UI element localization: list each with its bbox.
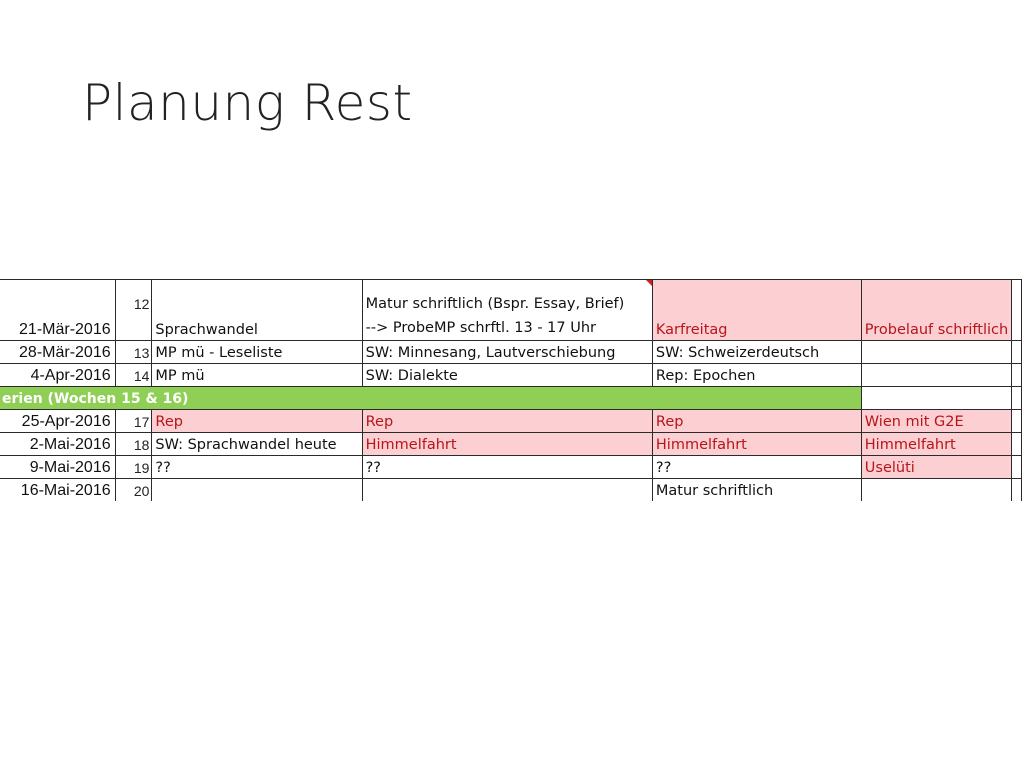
cell-col2: SW: Dialekte: [361, 363, 653, 387]
week-cell: 19: [114, 455, 153, 479]
week-cell: 14: [114, 363, 153, 387]
cell-col5: [1011, 478, 1022, 501]
cell-col4: Wien mit G2E: [860, 409, 1013, 433]
table-row: 9-Mai-2016 19 ?? ?? ?? Uselüti: [0, 455, 1022, 479]
cell-col2: Himmelfahrt: [361, 432, 653, 456]
cell-col4: [860, 340, 1013, 364]
cell-col5: [1011, 363, 1022, 387]
date-cell: 25-Apr-2016: [0, 409, 116, 433]
cell-col4: [860, 386, 1013, 410]
cell-col5: [1011, 279, 1022, 341]
table-row: 28-Mär-2016 13 MP mü - Leseliste SW: Min…: [0, 340, 1022, 364]
comment-indicator-icon: [644, 280, 652, 287]
cell-col2: Rep: [361, 409, 653, 433]
cell-col1: Rep: [151, 409, 363, 433]
cell-col5: [1011, 409, 1022, 433]
cell-col3: Rep: [651, 409, 862, 433]
cell-col1: SW: Sprachwandel heute: [151, 432, 363, 456]
cell-col3: SW: Schweizerdeutsch: [651, 340, 862, 364]
week-cell: 12: [114, 279, 153, 341]
table-row: 16-Mai-2016 20 Matur schriftlich: [0, 478, 1022, 501]
cell-col4: [860, 478, 1013, 501]
cell-col4: Himmelfahrt: [860, 432, 1013, 456]
cell-col3: ??: [651, 455, 862, 479]
date-cell: 4-Apr-2016: [0, 363, 116, 387]
cell-col2: Matur schriftlich (Bspr. Essay, Brief) -…: [361, 279, 653, 341]
cell-col4: Uselüti: [860, 455, 1013, 479]
cell-col5: [1011, 340, 1022, 364]
cell-col5: [1011, 455, 1022, 479]
date-cell: 21-Mär-2016: [0, 279, 116, 341]
table-row: 2-Mai-2016 18 SW: Sprachwandel heute Him…: [0, 432, 1022, 456]
table-row: 4-Apr-2016 14 MP mü SW: Dialekte Rep: Ep…: [0, 363, 1022, 387]
cell-col3: Matur schriftlich: [651, 478, 862, 501]
cell-col4: Probelauf schriftlich: [860, 279, 1013, 341]
cell-col1: Sprachwandel: [151, 279, 363, 341]
date-cell: 9-Mai-2016: [0, 455, 116, 479]
holiday-band-row: erien (Wochen 15 & 16): [0, 386, 1022, 410]
cell-col3: Himmelfahrt: [651, 432, 862, 456]
table-row: 25-Apr-2016 17 Rep Rep Rep Wien mit G2E: [0, 409, 1022, 433]
planning-table: 21-Mär-2016 12 Sprachwandel Matur schrif…: [0, 279, 1022, 501]
week-cell: 13: [114, 340, 153, 364]
cell-col5: [1011, 386, 1022, 410]
cell-col2-line1: Matur schriftlich (Bspr. Essay, Brief): [365, 296, 625, 312]
week-cell: 20: [114, 478, 153, 501]
holiday-band: erien (Wochen 15 & 16): [0, 386, 862, 410]
cell-col2: SW: Minnesang, Lautverschiebung: [361, 340, 653, 364]
date-cell: 2-Mai-2016: [0, 432, 116, 456]
date-cell: 16-Mai-2016: [0, 478, 116, 501]
cell-col2-line2: --> ProbeMP schrftl. 13 - 17 Uhr: [365, 320, 597, 336]
slide-title: Planung Rest: [82, 74, 413, 132]
cell-col1: MP mü - Leseliste: [151, 340, 363, 364]
cell-col5: [1011, 432, 1022, 456]
week-cell: 17: [114, 409, 153, 433]
cell-col3: Karfreitag: [651, 279, 862, 341]
date-cell: 28-Mär-2016: [0, 340, 116, 364]
spreadsheet-excerpt: 21-Mär-2016 12 Sprachwandel Matur schrif…: [0, 279, 1024, 501]
week-cell: 18: [114, 432, 153, 456]
cell-col3: Rep: Epochen: [651, 363, 862, 387]
cell-col2: [361, 478, 653, 501]
table-row: 21-Mär-2016 12 Sprachwandel Matur schrif…: [0, 279, 1022, 341]
cell-col1: ??: [151, 455, 363, 479]
cell-col1: [151, 478, 363, 501]
cell-col1: MP mü: [151, 363, 363, 387]
cell-col4: [860, 363, 1013, 387]
cell-col2: ??: [361, 455, 653, 479]
